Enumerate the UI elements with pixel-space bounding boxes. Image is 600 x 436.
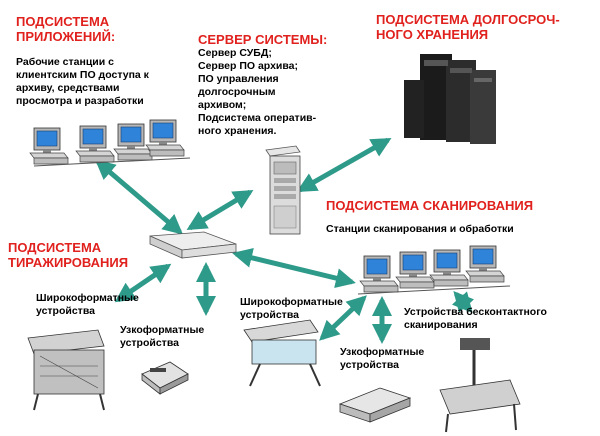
arrow-icon (232, 248, 356, 288)
contactless-scanning-label: Устройства бесконтактного сканирования (404, 306, 547, 331)
arrow-icon (186, 189, 254, 231)
computer-icon (29, 127, 69, 165)
arrow-icon (296, 137, 392, 193)
arrow-icon (114, 263, 172, 303)
storage-array-icon (404, 54, 496, 144)
arrow-icon (94, 159, 184, 235)
wide-format-left-label: Широкоформатные устройства (36, 292, 139, 317)
computer-icon (395, 251, 435, 289)
network-switch-icon (149, 231, 237, 259)
printer-icon (141, 361, 189, 395)
computer-icon (359, 255, 399, 293)
narrow-format-left-label: Узкоформатные устройства (120, 324, 205, 349)
computer-icon (113, 123, 153, 161)
server-description: Сервер СУБД; Сервер ПО архива; ПО управл… (198, 47, 317, 137)
flatbed-scanner-icon (338, 387, 412, 423)
plotter-icon (27, 329, 105, 411)
computer-icon (75, 125, 115, 163)
computer-icon (465, 245, 505, 283)
scanning-description: Станции сканирования и обработки (326, 223, 514, 235)
connection-arrows (94, 137, 475, 344)
replication-title: ПОДСИСТЕМА ТИРАЖИРОВАНИЯ (8, 240, 129, 270)
scanning-workstations (357, 245, 511, 295)
wide-format-right-label: Широкоформатные устройства (240, 296, 343, 321)
apps-description: Рабочие станции с клиентским ПО доступа … (16, 56, 149, 107)
app-workstations (29, 119, 191, 167)
computer-icon (429, 249, 469, 287)
wide-scanner-icon (243, 319, 321, 387)
book-scanner-icon (439, 338, 521, 433)
apps-title: ПОДСИСТЕМА ПРИЛОЖЕНИЙ: (16, 14, 116, 44)
arrow-icon (319, 295, 367, 341)
server-title: СЕРВЕР СИСТЕМЫ: (198, 32, 328, 47)
arrow-icon (451, 290, 475, 314)
narrow-format-right-label: Узкоформатные устройства (340, 346, 425, 371)
storage-title: ПОДСИСТЕМА ДОЛГОСРОЧ- НОГО ХРАНЕНИЯ (376, 12, 560, 42)
scanning-title: ПОДСИСТЕМА СКАНИРОВАНИЯ (326, 198, 534, 213)
server-tower-icon (265, 145, 301, 235)
computer-icon (145, 119, 185, 157)
